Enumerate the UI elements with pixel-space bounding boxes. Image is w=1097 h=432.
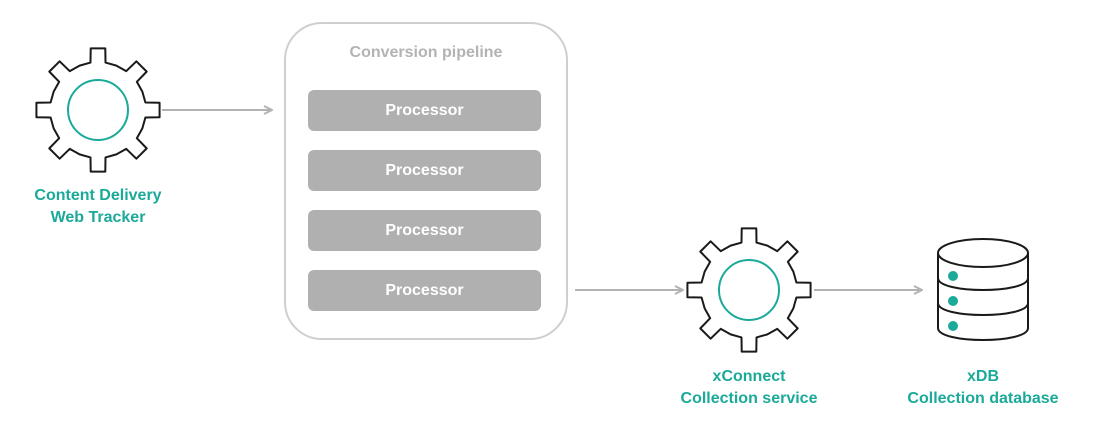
processor-label: Processor xyxy=(385,221,464,239)
web-tracker-label: Content Delivery Web Tracker xyxy=(8,185,188,229)
xconnect-label: xConnect Collection service xyxy=(659,366,839,410)
xdb-label-line1: xDB xyxy=(966,368,999,385)
pipeline-title: Conversion pipeline xyxy=(349,44,503,61)
web-tracker-gear-icon xyxy=(35,47,161,173)
processor-block: Processor xyxy=(308,90,541,131)
processor-label: Processor xyxy=(385,101,464,119)
web-tracker-label-line1: Content Delivery xyxy=(34,187,162,204)
processor-label: Processor xyxy=(385,161,464,179)
processor-label: Processor xyxy=(385,281,464,299)
xconnect-label-line2: Collection service xyxy=(680,390,818,407)
processor-block: Processor xyxy=(308,150,541,191)
processor-block: Processor xyxy=(308,210,541,251)
xdb-label: xDB Collection database xyxy=(888,366,1078,410)
xdb-label-line2: Collection database xyxy=(907,390,1059,407)
xconnect-label-line1: xConnect xyxy=(712,368,786,385)
processor-block: Processor xyxy=(308,270,541,311)
xconnect-gear-icon xyxy=(686,227,812,353)
web-tracker-label-line2: Web Tracker xyxy=(50,209,146,226)
xdb-database-icon xyxy=(937,238,1029,341)
